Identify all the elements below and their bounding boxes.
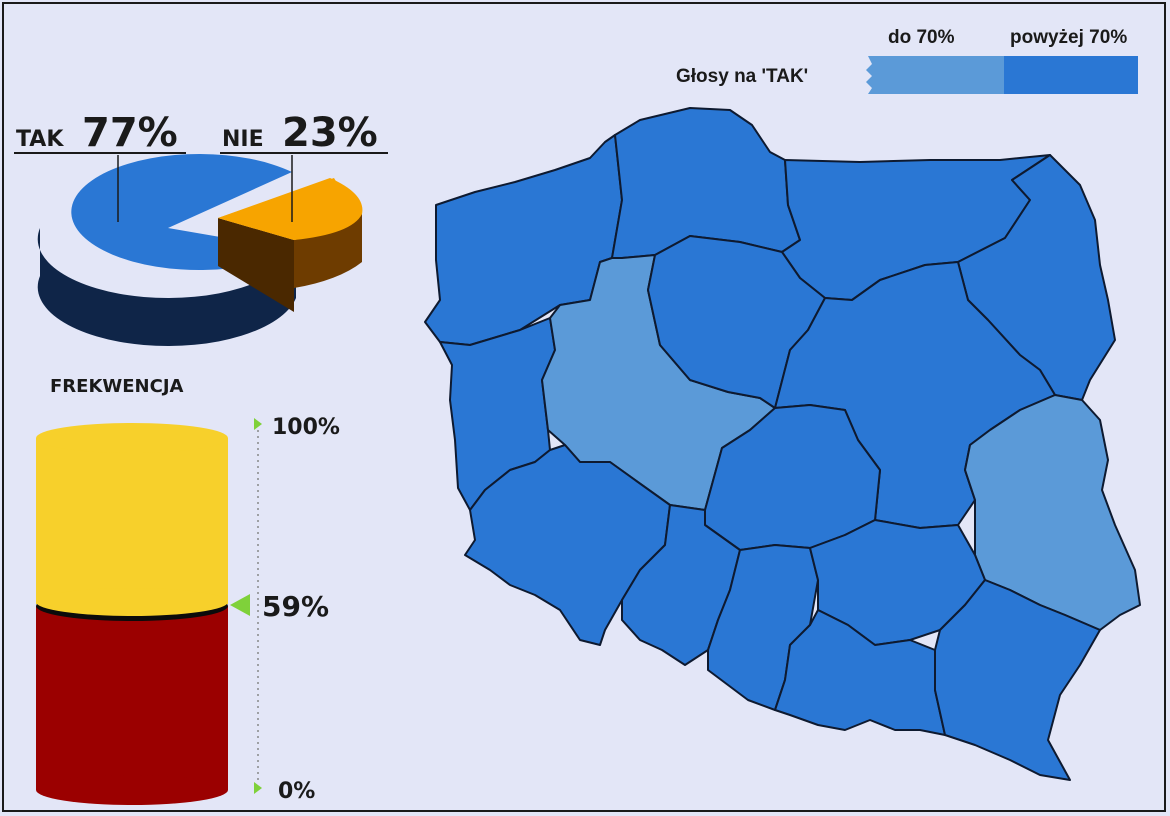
legend: do 70% powyżej 70% Głosy na 'TAK' xyxy=(676,27,1138,94)
pie-value-tak: 77% xyxy=(82,110,178,156)
turnout-filled-part xyxy=(36,606,228,790)
pie-label-tak: TAK xyxy=(16,127,64,152)
poland-map xyxy=(424,107,1141,781)
pie-slice-nie-top-fill xyxy=(218,178,363,240)
pie-slice-nie-side-front xyxy=(294,214,362,288)
pie-label-nie: NIE xyxy=(222,127,264,152)
map-region-opolskie xyxy=(621,504,741,666)
turnout-cylinder-bottom xyxy=(36,775,228,805)
turnout-chart: FREKWENCJA 100% 59% 0% xyxy=(36,376,340,805)
map-region-pomorskie xyxy=(611,107,801,259)
legend-high-label: powyżej 70% xyxy=(1010,27,1127,48)
turnout-cylinder-top xyxy=(36,423,228,453)
turnout-value-marker xyxy=(230,594,250,616)
pie-chart: TAK 77% NIE 23% xyxy=(14,110,388,347)
turnout-value-label: 59% xyxy=(262,590,329,623)
legend-low-swatch xyxy=(866,56,1004,94)
scale-marker-bottom xyxy=(254,782,262,794)
map-region-malopolskie xyxy=(774,609,946,736)
legend-title: Głosy na 'TAK' xyxy=(676,66,808,87)
scale-label-bottom: 0% xyxy=(278,779,315,804)
pie-slice-nie-side xyxy=(218,218,294,312)
pie-slice-tak-side xyxy=(37,228,297,347)
turnout-empty-part xyxy=(36,438,228,604)
scale-label-top: 100% xyxy=(272,415,340,440)
map-region-podkarpackie xyxy=(934,579,1101,781)
pie-value-nie: 23% xyxy=(282,110,378,156)
turnout-title: FREKWENCJA xyxy=(50,376,184,397)
legend-low-label: do 70% xyxy=(888,27,955,48)
scale-marker-top xyxy=(254,418,262,430)
legend-high-swatch xyxy=(1004,56,1138,94)
turnout-level-surface xyxy=(36,588,228,616)
